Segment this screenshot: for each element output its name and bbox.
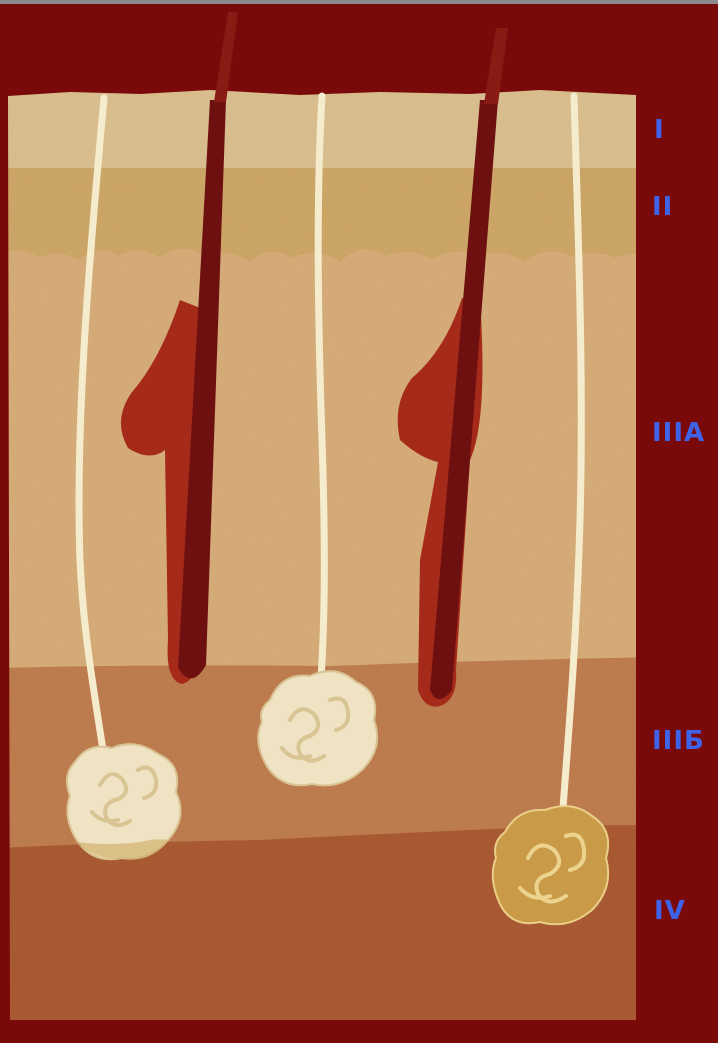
layer-label-i: I xyxy=(654,117,665,143)
layer-label-iv: IV xyxy=(654,898,686,924)
layer-label-iiia: IIIА xyxy=(652,420,705,446)
layer-label-ii: II xyxy=(652,194,673,220)
layer-label-iiib: IIIБ xyxy=(652,728,705,754)
layer-i-band xyxy=(0,80,718,180)
layer-iiia-band xyxy=(0,248,718,680)
